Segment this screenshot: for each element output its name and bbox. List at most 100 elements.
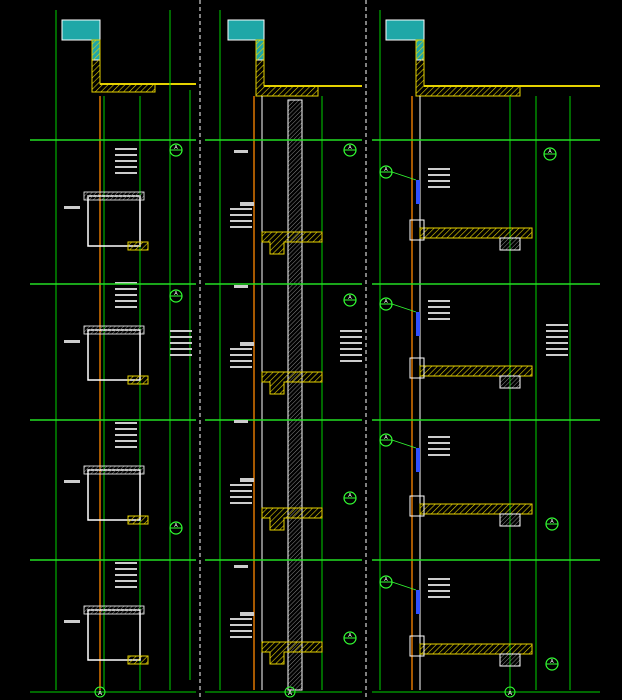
leader-line [391, 171, 417, 181]
annotation-mark [428, 312, 450, 314]
beam [499, 653, 521, 667]
window-head [83, 325, 145, 335]
annotation-mark [115, 586, 137, 588]
sill [127, 655, 149, 665]
annotation-mark [546, 354, 568, 356]
annotation-mark [428, 180, 450, 182]
annotation-mark [340, 330, 362, 332]
label-mark [234, 420, 248, 423]
bottom-marker-label: A [98, 690, 103, 697]
callout-label: A [384, 299, 388, 305]
bottom-marker-circle [94, 686, 106, 698]
annotation-mark [428, 454, 450, 456]
annotation-mark [115, 294, 137, 296]
glazing-seal [416, 312, 420, 336]
bottom-marker-label: A [508, 690, 513, 697]
annotation-mark [428, 168, 450, 170]
label-mark [240, 342, 254, 346]
annotation-mark [230, 348, 252, 350]
annotation-mark [115, 428, 137, 430]
annotation-mark [230, 366, 252, 368]
callout-label: A [384, 577, 388, 583]
callout-label: A [550, 659, 554, 665]
annotation-mark [230, 208, 252, 210]
beam [499, 237, 521, 251]
glazing-seal [416, 180, 420, 204]
annotation-mark [115, 306, 137, 308]
sill [127, 375, 149, 385]
label-mark [64, 206, 80, 209]
annotation-mark [428, 442, 450, 444]
window-head [83, 605, 145, 615]
annotation-mark [115, 154, 137, 156]
column [287, 99, 303, 691]
leader-line [391, 303, 417, 313]
annotation-mark [546, 324, 568, 326]
annotation-mark [115, 166, 137, 168]
annotation-mark [230, 484, 252, 486]
annotation-mark [115, 568, 137, 570]
floor-slab [419, 503, 533, 515]
annotation-mark [230, 630, 252, 632]
callout-label: A [174, 291, 178, 297]
annotation-mark [428, 578, 450, 580]
sill [127, 515, 149, 525]
window-frame [87, 609, 141, 661]
roof-slab [415, 39, 521, 97]
label-mark [64, 480, 80, 483]
label-mark [234, 565, 248, 568]
label-mark [64, 620, 80, 623]
annotation-mark [115, 440, 137, 442]
annotation-mark [115, 422, 137, 424]
annotation-mark [428, 300, 450, 302]
annotation-mark [546, 342, 568, 344]
annotation-mark [230, 360, 252, 362]
callout-label: A [384, 435, 388, 441]
window-frame [87, 469, 141, 521]
floor-slab [261, 641, 323, 665]
floor-slab [261, 231, 323, 255]
annotation-mark [428, 436, 450, 438]
beam [499, 513, 521, 527]
annotation-mark [340, 342, 362, 344]
annotation-mark [230, 618, 252, 620]
annotation-mark [546, 348, 568, 350]
window-frame [87, 329, 141, 381]
callout-label: A [174, 145, 178, 151]
callout-label: A [384, 167, 388, 173]
label-mark [240, 202, 254, 206]
annotation-mark [115, 574, 137, 576]
annotation-mark [170, 348, 192, 350]
panel-left: A A A [30, 10, 196, 693]
bottom-marker-circle [504, 686, 516, 698]
annotation-mark [230, 624, 252, 626]
annotation-mark [230, 226, 252, 228]
annotation-mark [230, 502, 252, 504]
callout-label: A [348, 633, 352, 639]
sill [127, 241, 149, 251]
bottom-marker: A [94, 686, 106, 698]
annotation-mark [340, 354, 362, 356]
annotation-mark [428, 590, 450, 592]
bottom-marker: A [284, 686, 296, 698]
annotation-mark [115, 446, 137, 448]
annotation-mark [170, 354, 192, 356]
callout-label: A [348, 493, 352, 499]
annotation-mark [428, 174, 450, 176]
annotation-mark [428, 186, 450, 188]
annotation-mark [115, 434, 137, 436]
annotation-mark [428, 584, 450, 586]
window-frame [87, 195, 141, 247]
annotation-mark [230, 354, 252, 356]
annotation-mark [428, 306, 450, 308]
annotation-mark [340, 348, 362, 350]
label-mark [240, 478, 254, 482]
annotation-mark [115, 172, 137, 174]
annotation-mark [340, 336, 362, 338]
panel-middle: A A A A [205, 10, 362, 693]
callout-label: A [174, 523, 178, 529]
callout-label: A [348, 295, 352, 301]
callout-label: A [348, 145, 352, 151]
label-mark [64, 340, 80, 343]
